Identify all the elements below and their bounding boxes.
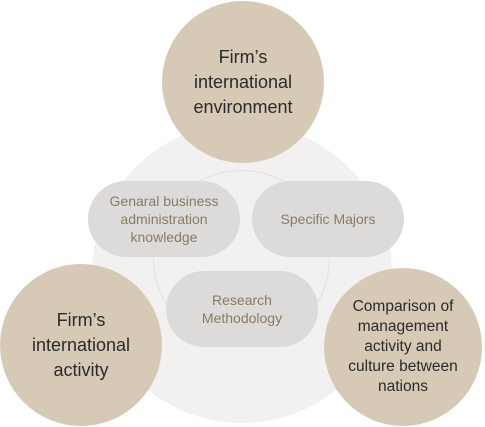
pill-specific-majors: Specific Majors <box>252 181 404 257</box>
pill-research-methodology: Research Methodology <box>166 271 318 347</box>
pill-specific-label: Specific Majors <box>280 211 376 227</box>
circle-top-label: Firm’s international environment <box>193 46 293 117</box>
circle-comparison-management: Comparison of management activity and cu… <box>324 268 482 426</box>
pill-research-label: Research Methodology <box>201 292 283 326</box>
pill-general-business-knowledge: Genaral business administration knowledg… <box>88 181 240 257</box>
pill-general-label: Genaral business administration knowledg… <box>109 193 219 245</box>
circle-international-environment: Firm’s international environment <box>162 1 324 163</box>
circle-left-label: Firm’s international activity <box>31 309 131 380</box>
circle-international-activity: Firm’s international activity <box>0 264 162 426</box>
circle-right-label: Comparison of management activity and cu… <box>348 298 458 395</box>
